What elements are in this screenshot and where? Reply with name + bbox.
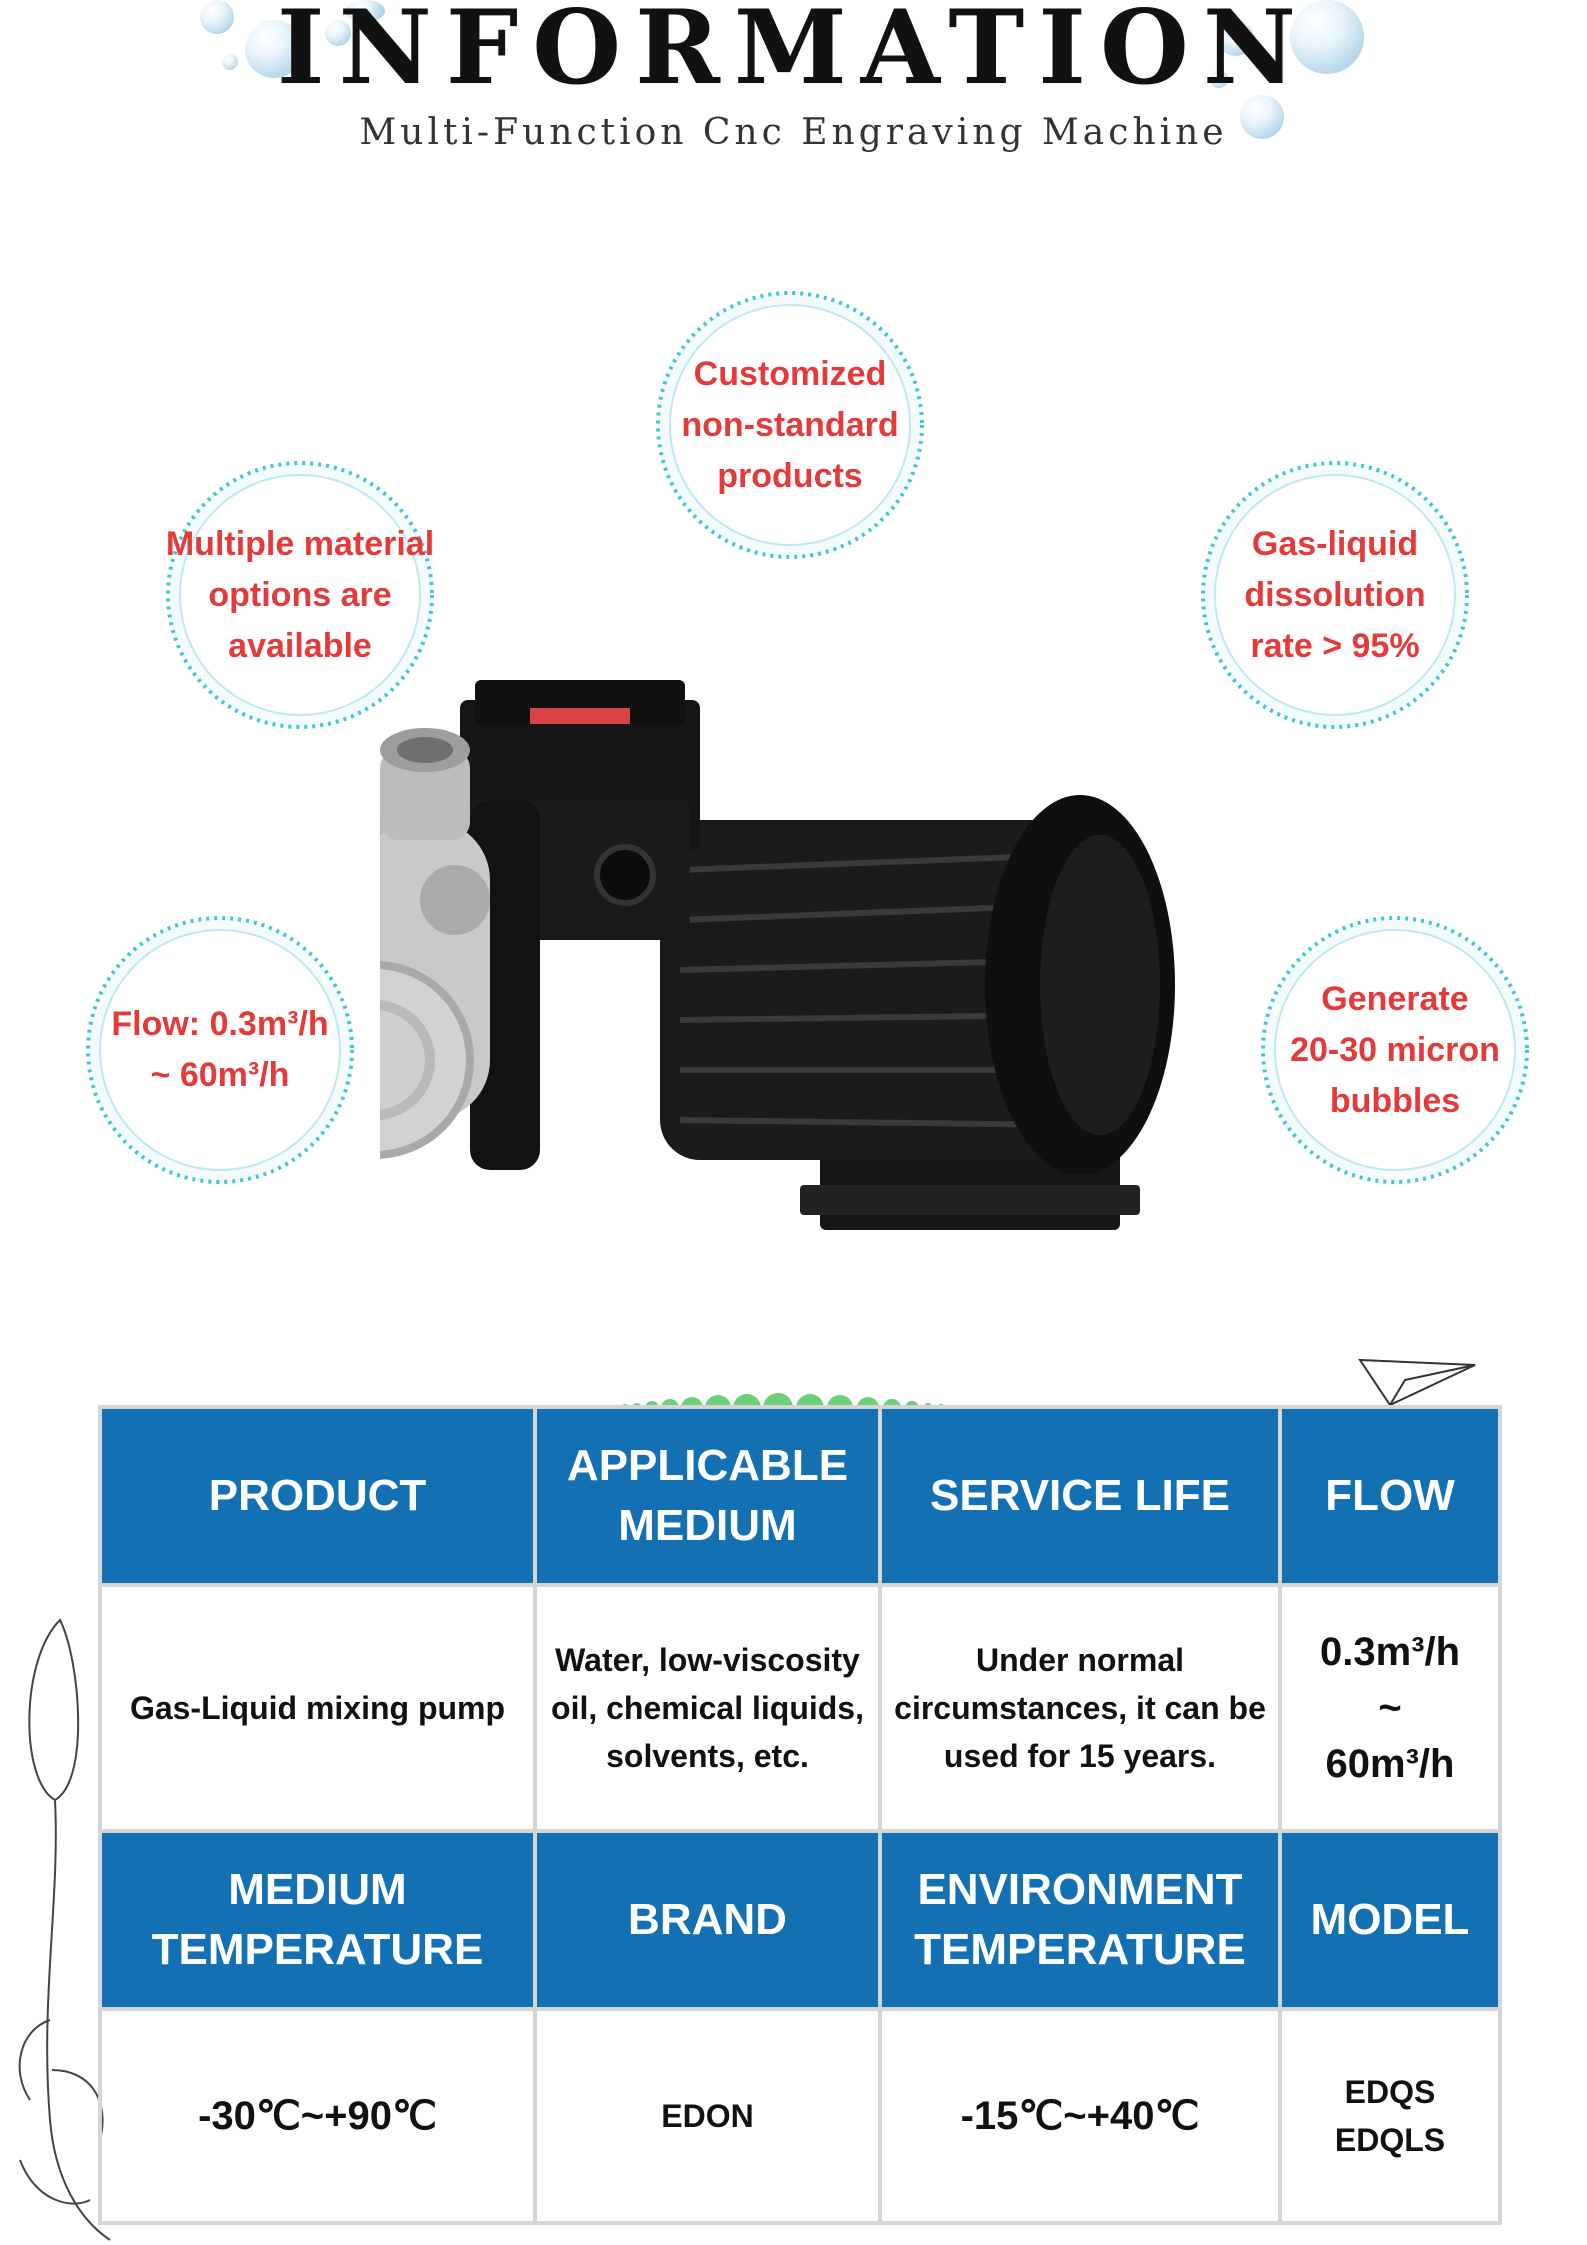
header-medium-temperature: MEDIUM TEMPERATURE <box>98 1829 537 2011</box>
bubble-decoration <box>222 54 238 70</box>
badge-ring <box>1201 461 1469 729</box>
feature-text: Gas-liquid dissolution rate > 95% <box>1244 524 1426 665</box>
feature-badge-bubbles: Generate 20-30 micron bubbles <box>1255 910 1535 1190</box>
bubble-decoration <box>1240 95 1284 139</box>
badge-ring <box>86 916 354 1184</box>
value-product: Gas-Liquid mixing pump <box>98 1583 537 1833</box>
bubble-decoration <box>200 0 234 34</box>
value-environment-temperature: -15℃~+40℃ <box>878 2007 1282 2225</box>
feature-badge-material: Multiple material options are available <box>160 455 440 735</box>
feature-text: Multiple material options are available <box>165 524 435 665</box>
badge-ring <box>656 291 924 559</box>
badge-ring <box>166 461 434 729</box>
page-subtitle: Multi-Function Cnc Engraving Machine <box>359 112 1228 153</box>
header-applicable-medium: APPLICABLE MEDIUM <box>533 1405 882 1587</box>
header-brand: BRAND <box>533 1829 882 2011</box>
value-medium-temperature: -30℃~+90℃ <box>98 2007 537 2225</box>
value-applicable-medium: Water, low-viscosity oil, chemical liqui… <box>533 1583 882 1833</box>
spec-table: PRODUCT APPLICABLE MEDIUM SERVICE LIFE F… <box>98 1405 1502 2225</box>
page-title: INFORMATION <box>276 0 1311 108</box>
value-flow: 0.3m³/h ~ 60m³/h <box>1278 1583 1502 1833</box>
header-service-life: SERVICE LIFE <box>878 1405 1282 1587</box>
table-row: Gas-Liquid mixing pump Water, low-viscos… <box>98 1583 1502 1833</box>
bubble-decoration <box>1210 70 1228 88</box>
header-product: PRODUCT <box>98 1405 537 1587</box>
header-model: MODEL <box>1278 1829 1502 2011</box>
pump-image <box>380 680 1175 1230</box>
bubble-decoration <box>325 20 351 46</box>
bubble-decoration <box>245 20 303 78</box>
value-service-life: Under normal circumstances, it can be us… <box>878 1583 1282 1833</box>
header-flow: FLOW <box>1278 1405 1502 1587</box>
header-environment-temperature: ENVIRONMENT TEMPERATURE <box>878 1829 1282 2011</box>
badge-ring <box>1261 916 1529 1184</box>
feature-text: Customized non-standard products <box>681 354 899 495</box>
value-model: EDQS EDQLS <box>1278 2007 1502 2225</box>
feature-badge-dissolution: Gas-liquid dissolution rate > 95% <box>1195 455 1475 735</box>
feature-badge-customized: Customized non-standard products <box>650 285 930 565</box>
bubble-decoration <box>1290 0 1364 74</box>
feature-text: Flow: 0.3m³/h ~ 60m³/h <box>111 1005 329 1094</box>
bubble-decoration <box>1218 20 1254 56</box>
table-header-row: PRODUCT APPLICABLE MEDIUM SERVICE LIFE F… <box>98 1405 1502 1587</box>
bubble-decoration <box>345 0 385 22</box>
value-brand: EDON <box>533 2007 882 2225</box>
feature-text: Generate 20-30 micron bubbles <box>1290 979 1500 1120</box>
table-row: -30℃~+90℃ EDON -15℃~+40℃ EDQS EDQLS <box>98 2007 1502 2225</box>
feature-badge-flow: Flow: 0.3m³/h ~ 60m³/h <box>80 910 360 1190</box>
table-header-row: MEDIUM TEMPERATURE BRAND ENVIRONMENT TEM… <box>98 1829 1502 2011</box>
